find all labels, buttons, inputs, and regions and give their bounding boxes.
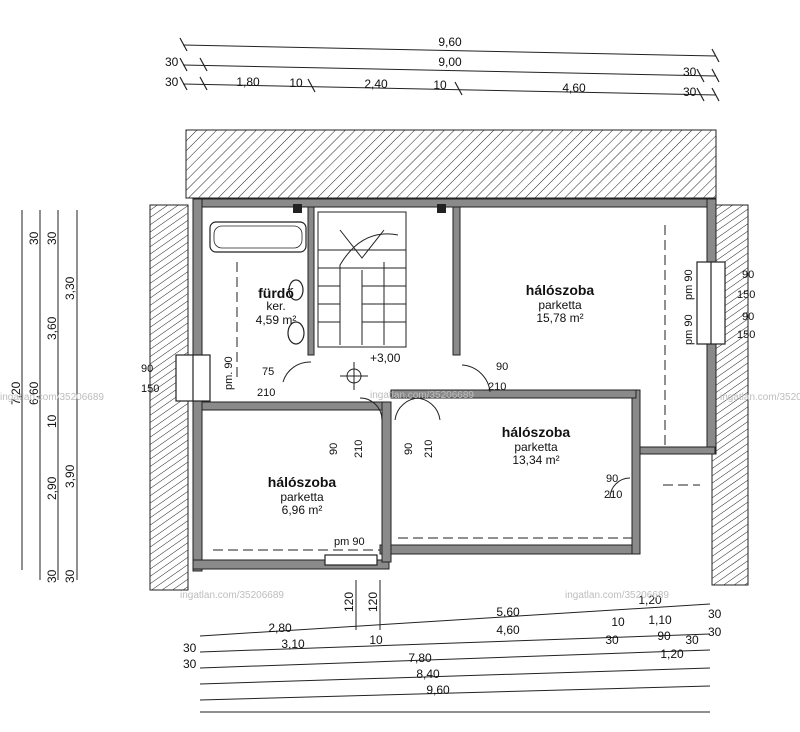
vent-square (293, 204, 302, 213)
door-c2-w: 90 (403, 443, 415, 455)
dim-left-k: 30 (63, 569, 77, 583)
door-hall-w: 90 (496, 361, 508, 373)
dimension-ticks (179, 37, 720, 102)
room-bedroom3-area: 6,96 m² (282, 503, 323, 517)
room-bedroom3-name: hálószoba (268, 474, 337, 490)
watermark: ingatlan.com/35206689 (565, 590, 669, 601)
room-bath-area: 4,59 m² (256, 313, 297, 327)
dim-bot-r3-e: 30 (685, 633, 699, 647)
door-swings (282, 361, 631, 499)
dim-bot-vert-b: 120 (366, 592, 380, 612)
dim-bot-r4-b: 1,20 (660, 647, 684, 661)
dim-top-r3-d: 10 (433, 78, 447, 92)
dim-bot-r2-f: 1,10 (648, 613, 672, 627)
windows (175, 261, 726, 566)
left-dimensions: 30 30 3,30 3,60 6,60 7,20 10 2,90 3,90 3… (9, 231, 77, 583)
dim-top-r2-right: 30 (683, 65, 697, 79)
dim-left-b: 30 (45, 231, 59, 245)
slope-dashes (213, 225, 700, 551)
dimension-lines (21, 44, 717, 713)
dim-bot-r2-e: 10 (611, 615, 625, 629)
dim-bot-r1-d: 30 (708, 607, 722, 621)
room-bedroom1-floor: parketta (538, 298, 582, 312)
door-c1-h: 210 (353, 440, 365, 458)
watermark: ingatlan.com/35206689 (0, 392, 104, 403)
dim-left-c: 3,30 (63, 276, 77, 300)
room-bedroom2-floor: parketta (514, 440, 558, 454)
room-bath-name: fürdő (258, 285, 294, 301)
door-75: 75 (262, 366, 274, 378)
dim-left-f: 7,20 (9, 381, 23, 405)
dim-top-r3-right: 30 (683, 85, 697, 99)
dim-top-r3-a: 1,80 (236, 75, 260, 89)
dim-top-r3-c: 2,40 (364, 77, 388, 91)
dim-bot-r3-d: 90 (657, 629, 671, 643)
watermark: ingatlan.com/35206689 (180, 590, 284, 601)
room-bedroom1-area: 15,78 m² (536, 311, 583, 325)
room-bedroom2-area: 13,34 m² (512, 453, 559, 467)
bathtub-inner (213, 225, 303, 249)
right-window1-w: 90 (742, 269, 754, 281)
bathtub (209, 221, 307, 253)
door-right-w: 90 (606, 473, 618, 485)
dim-bot-r1-b: 5,60 (496, 605, 520, 619)
dim-bot-r2-b: 3,10 (281, 637, 305, 651)
left-window-w: 90 (141, 363, 153, 375)
dim-top-total: 9,60 (438, 35, 462, 49)
dim-bot-r2-g: 30 (708, 625, 722, 639)
dim-left-j: 30 (45, 569, 59, 583)
left-window-h: 150 (141, 383, 159, 395)
dim-left-h: 2,90 (45, 476, 59, 500)
left-window-pm: pm. 90 (223, 356, 235, 390)
door-right-h: 210 (604, 489, 622, 501)
right-pm2: pm 90 (683, 314, 695, 345)
sink (287, 321, 305, 345)
room-bath-floor: ker. (266, 299, 285, 313)
dim-left-d: 3,60 (45, 316, 59, 340)
dim-top-r3-left: 30 (165, 75, 179, 89)
dim-top-r2-total: 9,00 (438, 55, 462, 69)
dim-bot-r3-c: 30 (605, 633, 619, 647)
toilet (288, 279, 304, 301)
dim-bot-r5-a: 9,60 (426, 683, 450, 697)
dim-left-e: 6,60 (27, 381, 41, 405)
dim-bot-vert-a: 120 (342, 592, 356, 612)
watermark: ingatlan.com/35206689 (370, 390, 474, 401)
dim-bot-r2-d: 4,60 (496, 623, 520, 637)
door-c1-w: 90 (328, 443, 340, 455)
right-pm1: pm 90 (683, 269, 695, 300)
dim-top-r3-e: 4,60 (562, 81, 586, 95)
level-label: +3,00 (370, 351, 401, 365)
right-window2-h: 150 (737, 329, 755, 341)
roof-hatch-top (185, 129, 717, 199)
dim-left-g: 10 (45, 414, 59, 428)
right-window1-h: 150 (737, 289, 755, 301)
walls (192, 198, 717, 572)
room-bedroom3-floor: parketta (280, 490, 324, 504)
dim-bot-r2-c: 10 (369, 633, 383, 647)
door-c2-h: 210 (423, 440, 435, 458)
bottom-pm: pm 90 (334, 536, 365, 548)
dim-bot-r1-c: 1,20 (638, 593, 662, 607)
dim-bot-r2-a: 30 (183, 641, 197, 655)
staircase (317, 211, 407, 348)
right-window2-w: 90 (742, 311, 754, 323)
room-bedroom2-name: hálószoba (502, 424, 571, 440)
dim-bot-r1-a: 2,80 (268, 621, 292, 635)
dim-top-r3-b: 10 (289, 76, 303, 90)
dim-bot-r4-a: 8,40 (416, 667, 440, 681)
level-marker (340, 362, 368, 390)
dim-bot-r3-a: 30 (183, 657, 197, 671)
watermark: ingatlan.com/35206689 (720, 392, 800, 403)
door-75-h: 210 (257, 387, 275, 399)
vent-square (437, 204, 446, 213)
dim-left-a: 30 (27, 231, 41, 245)
dim-bot-r3-b: 7,80 (408, 651, 432, 665)
dim-left-i: 3,90 (63, 464, 77, 488)
room-bedroom1-name: hálószoba (526, 282, 595, 298)
door-hall-h: 210 (488, 381, 506, 393)
dim-top-r2-left: 30 (165, 55, 179, 69)
